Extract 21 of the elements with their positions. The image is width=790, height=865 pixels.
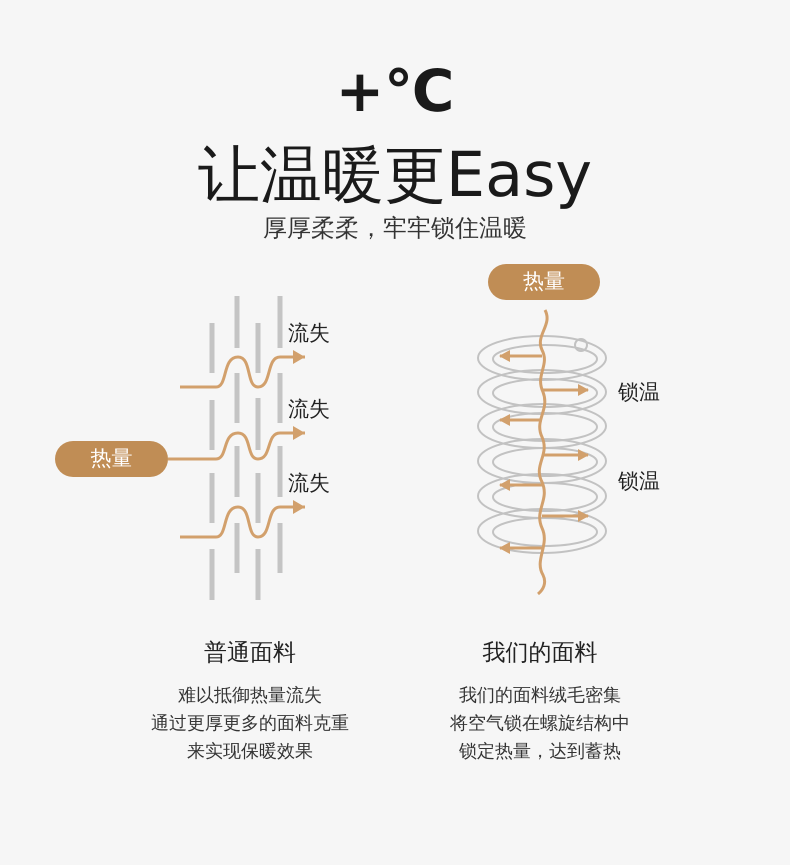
page-title: 让温暖更Easy — [196, 140, 594, 210]
callout-text: 锁温 — [618, 469, 660, 493]
temperature-symbol: +℃ — [336, 57, 454, 125]
description-line: 将空气锁在螺旋结构中 — [450, 713, 630, 734]
column-heading: 普通面料 — [204, 640, 296, 666]
wavy-arrow — [180, 350, 305, 388]
description-line: 难以抵御热量流失 — [178, 685, 322, 706]
description-line: 通过更厚更多的面料克重 — [151, 713, 349, 734]
description-line: 锁定热量，达到蓄热 — [459, 741, 621, 762]
description-line: 来实现保暖效果 — [187, 741, 313, 762]
callout-text: 锁温 — [618, 380, 660, 404]
description-line: 我们的面料绒毛密集 — [459, 685, 621, 706]
label-text: 流失 — [288, 320, 340, 357]
column-heading: 我们的面料 — [482, 640, 598, 666]
subtitle: 厚厚柔柔，牢牢锁住温暖 — [263, 214, 527, 242]
label-text: 流失 — [288, 396, 340, 433]
heat-pill: 热量 — [488, 264, 600, 300]
wavy-arrow — [180, 500, 305, 538]
heat-pill: 热量 — [55, 441, 168, 477]
label-text: 流失 — [288, 470, 340, 507]
wavy-arrow — [168, 426, 305, 460]
